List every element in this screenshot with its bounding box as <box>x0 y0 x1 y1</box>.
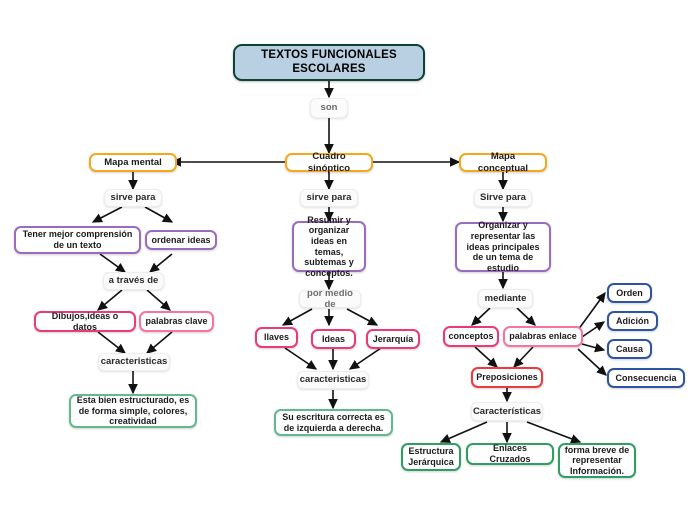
node-organizar-representar[interactable]: Organizar y representar las ideas princi… <box>455 220 551 273</box>
node-llaves[interactable]: llaves <box>255 327 298 348</box>
node-orden[interactable]: Orden <box>607 283 652 303</box>
node-ordenar-ideas[interactable]: ordenar ideas <box>145 230 217 250</box>
node-forma-breve-representar[interactable]: forma breve de representar Información. <box>558 443 636 478</box>
node-ideas[interactable]: Ideas <box>311 329 356 349</box>
node-mapa-mental[interactable]: Mapa mental <box>89 153 177 172</box>
node-causa[interactable]: Causa <box>607 339 652 359</box>
node-palabras-clave[interactable]: palabras clave <box>139 311 214 332</box>
connector-label-caracteristicas-left: caracteristicas <box>98 353 170 371</box>
connector-label-sirve-para-left: sirve para <box>104 189 162 207</box>
node-palabras-enlace[interactable]: palabras enlace <box>503 326 583 347</box>
node-mapa-conceptual[interactable]: Mapa conceptual <box>459 151 547 174</box>
connector-label-caracteristicas-right: Características <box>471 402 543 421</box>
connector-label-por-medio-de: por medio de <box>299 288 361 310</box>
node-jerarquia[interactable]: Jerarquía <box>366 329 420 349</box>
node-estructura-jerarquica[interactable]: Estructura Jerárquica <box>401 443 461 471</box>
page-title: TEXTOS FUNCIONALES ESCOLARES <box>233 44 425 81</box>
node-tener-mejor-comprension[interactable]: Tener mejor comprensión de un texto <box>14 226 141 254</box>
node-enlaces-cruzados[interactable]: Enlaces Cruzados <box>466 443 554 465</box>
connector-label-mediante: mediante <box>478 289 533 308</box>
node-su-escritura-correcta[interactable]: Su escritura correcta es de izquierda a … <box>274 409 393 436</box>
node-esta-bien-estructurado[interactable]: Esta bien estructurado, es de forma simp… <box>69 394 197 428</box>
node-adicion[interactable]: Adición <box>607 311 658 331</box>
connector-label-a-traves-de: a través de <box>103 272 164 290</box>
page-title-text: TEXTOS FUNCIONALES ESCOLARES <box>261 48 397 75</box>
node-dibujos-ideas-datos[interactable]: Dibujos,ideas o datos <box>34 311 136 332</box>
node-preposiciones[interactable]: Preposiciones <box>471 367 543 388</box>
node-cuadro-sinoptico[interactable]: Cuadro sinóptico <box>285 151 373 174</box>
node-conceptos[interactable]: conceptos <box>443 326 499 347</box>
connector-label-son: son <box>310 98 348 118</box>
node-consecuencia[interactable]: Consecuencia <box>607 368 685 388</box>
node-resumir-organizar[interactable]: Resumir y organizar ideas en temas, subt… <box>292 215 366 278</box>
connector-label-caracteristicas-center: caracteristicas <box>297 371 369 389</box>
connector-label-sirve-para-center: sirve para <box>300 189 358 207</box>
connector-label-sirve-para-right: Sirve para <box>474 189 532 207</box>
